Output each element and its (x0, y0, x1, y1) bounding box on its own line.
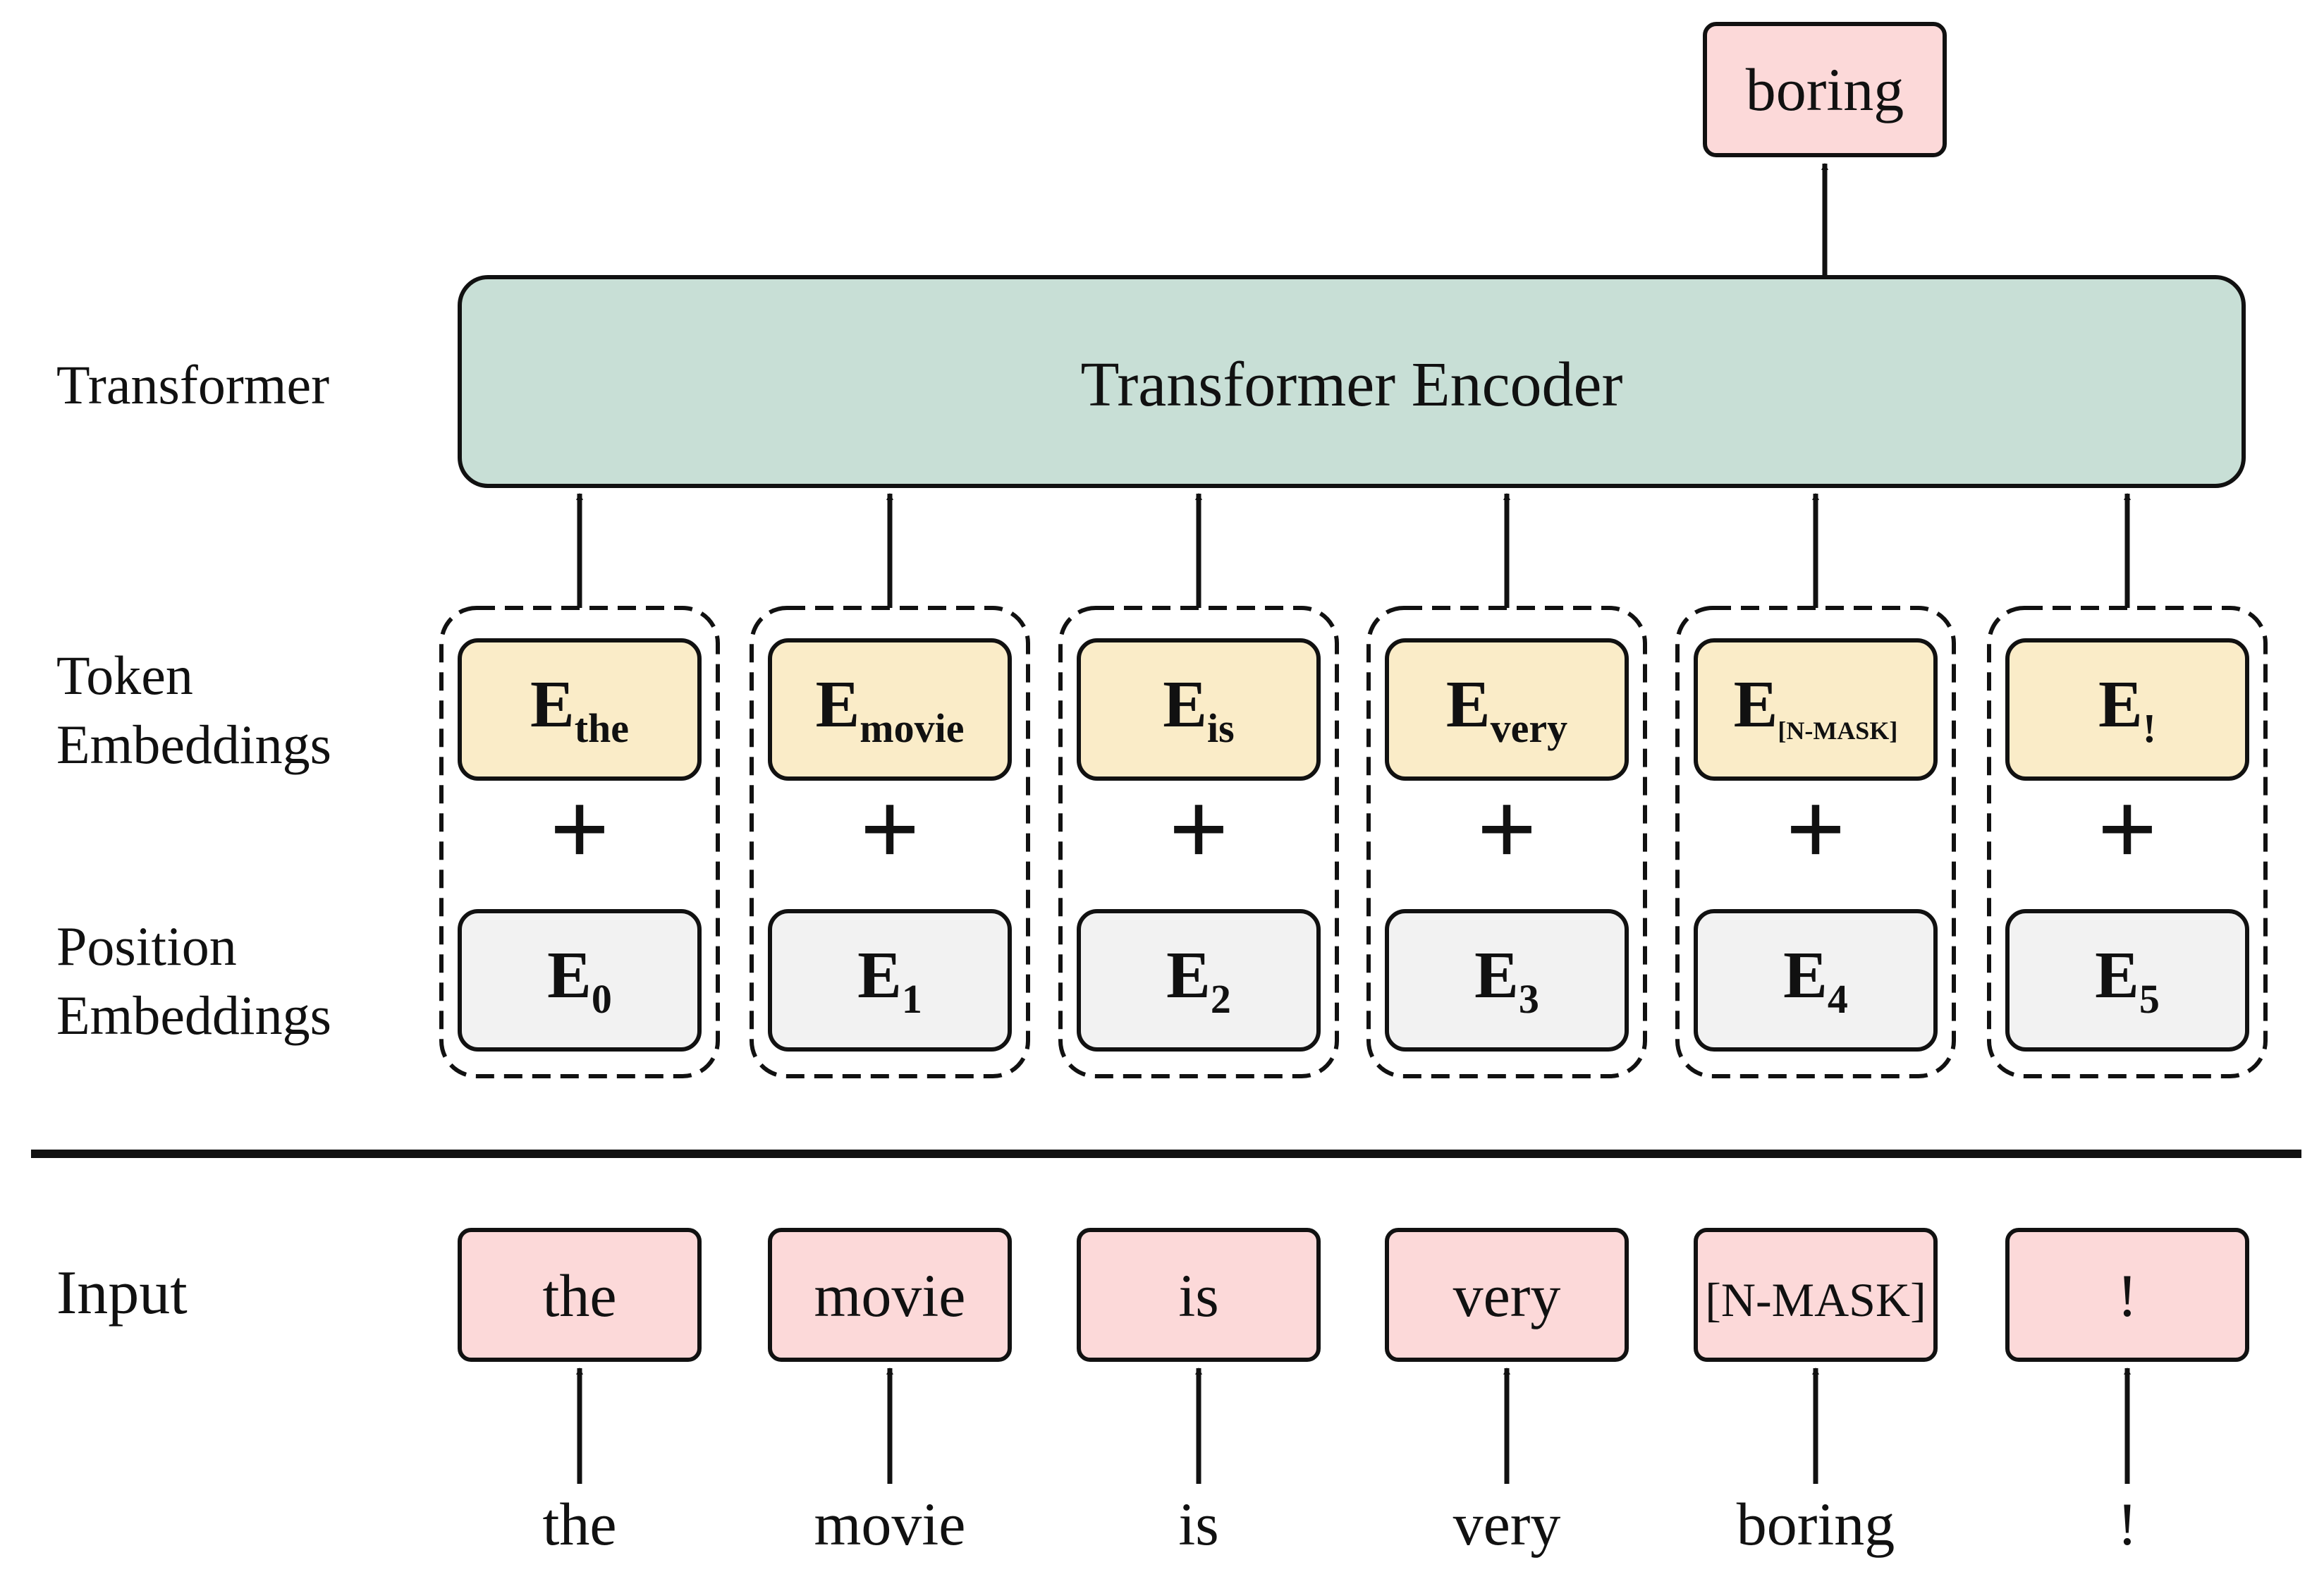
row-label-position-line2: Embeddings (56, 985, 331, 1046)
plus-sign-1: + (860, 771, 919, 888)
original-word-4: boring (1737, 1490, 1895, 1558)
original-word-5: ! (2117, 1490, 2138, 1558)
input-box-1 (768, 1228, 1012, 1362)
token-embedding-label-0: Ethe (530, 668, 629, 751)
input-box-4 (1694, 1228, 1938, 1362)
position-embedding-label-2: E2 (1166, 939, 1231, 1022)
position-embedding-label-0: E0 (547, 939, 612, 1022)
token-columns: Ethe + E0 the the Emovie + E1 movie movie Eis + E2 is… (439, 493, 2268, 1558)
token-embedding-label-4: E[N-MASK] (1734, 668, 1898, 745)
output-box (1703, 22, 1947, 157)
original-word-3: very (1453, 1490, 1561, 1558)
plus-sign-2: + (1168, 771, 1228, 888)
transformer-encoder-box (458, 275, 2246, 488)
plus-sign-5: + (2097, 771, 2157, 888)
original-word-2: is (1178, 1490, 1218, 1558)
original-word-0: the (542, 1490, 616, 1558)
token-embedding-label-1: Emovie (816, 668, 965, 751)
position-embedding-label-1: E1 (857, 939, 922, 1022)
plus-sign-4: + (1785, 771, 1845, 888)
position-embedding-box-2 (1077, 909, 1321, 1052)
row-label-token-line2: Embeddings (56, 714, 331, 775)
token-embedding-box-0 (458, 638, 702, 781)
row-label-position-line1: Position (56, 915, 237, 977)
position-embedding-box-4 (1694, 909, 1938, 1052)
position-embedding-box-5 (2005, 909, 2249, 1052)
token-embedding-box-1 (768, 638, 1012, 781)
token-embedding-label-3: Every (1446, 668, 1567, 751)
position-embedding-label-4: E4 (1783, 939, 1848, 1022)
token-embedding-label-5: E! (2098, 668, 2156, 751)
input-label-4: [N-MASK] (1705, 1273, 1926, 1327)
token-embedding-box-5 (2005, 638, 2249, 781)
position-embedding-box-1 (768, 909, 1012, 1052)
plus-sign-3: + (1476, 771, 1536, 888)
row-label-token-line1: Token (56, 645, 193, 706)
row-label-transformer: Transformer (56, 354, 329, 415)
input-box-0 (458, 1228, 702, 1362)
input-box-5 (2005, 1228, 2249, 1362)
position-embedding-label-3: E3 (1474, 939, 1539, 1022)
token-embedding-box-2 (1077, 638, 1321, 781)
input-label-5: ! (2117, 1262, 2138, 1329)
plus-sign-0: + (549, 771, 609, 888)
input-label-0: the (542, 1262, 616, 1329)
input-label-2: is (1178, 1262, 1218, 1329)
token-embedding-box-4 (1694, 638, 1938, 781)
transformer-encoder-label: Transformer Encoder (1081, 350, 1623, 420)
input-label-1: movie (814, 1262, 966, 1329)
input-label-3: very (1453, 1262, 1561, 1329)
token-embedding-box-3 (1385, 638, 1629, 781)
input-box-3 (1385, 1228, 1629, 1362)
row-label-input: Input (56, 1259, 188, 1327)
position-embedding-box-0 (458, 909, 702, 1052)
original-word-1: movie (814, 1490, 966, 1558)
position-embedding-box-3 (1385, 909, 1629, 1052)
token-embedding-label-2: Eis (1163, 668, 1234, 751)
position-embedding-label-5: E5 (2095, 939, 2160, 1022)
output-label: boring (1746, 56, 1904, 123)
input-box-2 (1077, 1228, 1321, 1362)
